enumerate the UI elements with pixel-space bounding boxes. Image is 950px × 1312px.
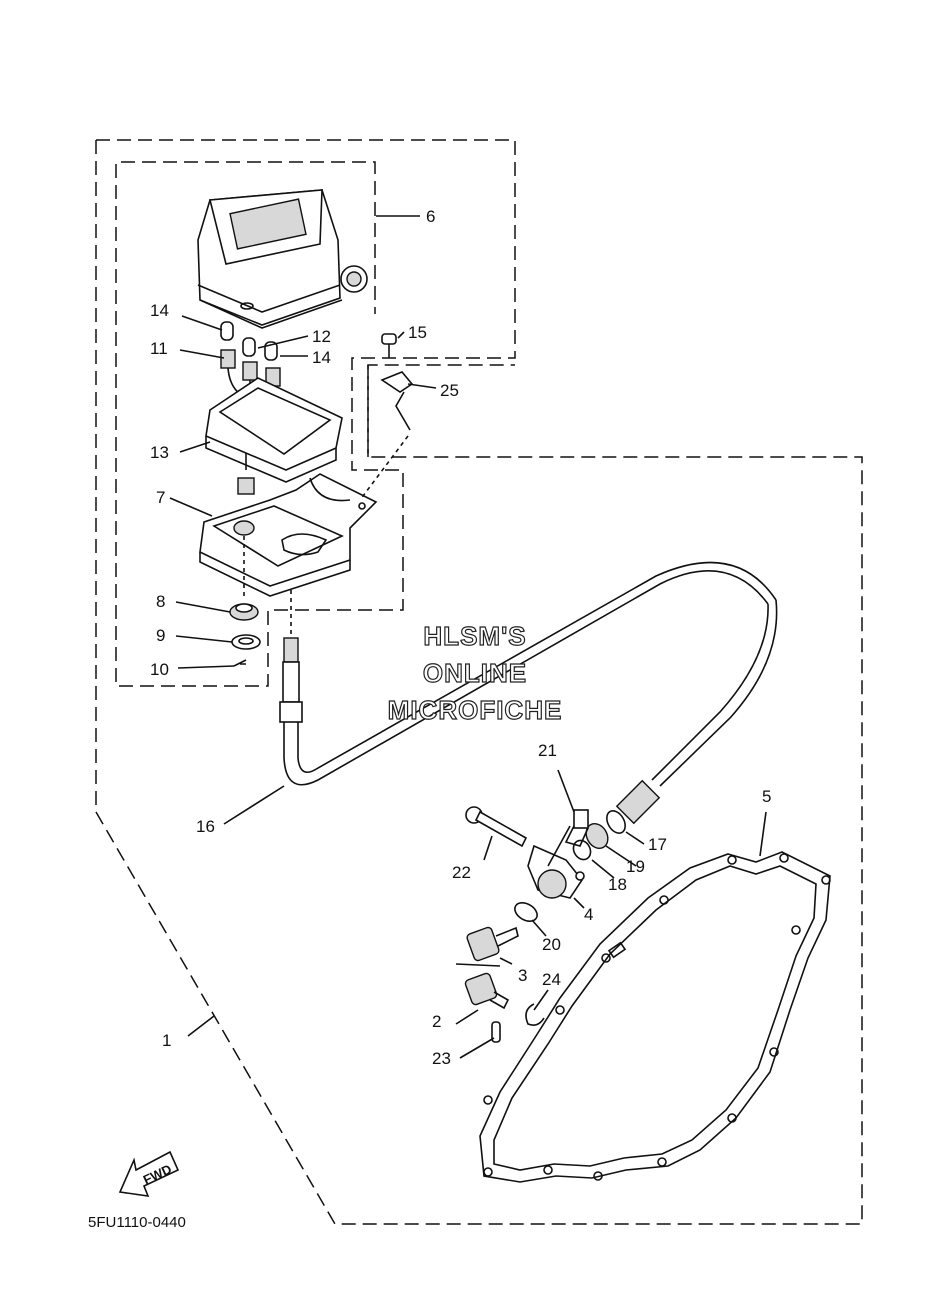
o-ring-20	[514, 902, 538, 922]
meter-connector	[237, 477, 255, 495]
callout-19: 19	[626, 857, 645, 876]
callout-24: 24	[542, 970, 561, 989]
washer-9	[231, 634, 261, 650]
diagram-code: 5FU1110-0440	[88, 1214, 186, 1231]
callout-16: 16	[196, 817, 215, 836]
gear-3	[466, 926, 519, 962]
o-ring-17	[606, 810, 626, 834]
watermark-line-2: ONLINE	[423, 658, 527, 688]
callout-20: 20	[542, 935, 561, 954]
bolt-22	[465, 806, 528, 848]
bolt-21	[564, 809, 589, 847]
meter-housing	[199, 473, 378, 597]
callout-25: 25	[440, 381, 459, 400]
callout-14-top: 14	[150, 301, 169, 320]
gear-housing-4	[527, 844, 585, 899]
fwd-arrow-icon: FWD	[118, 1150, 180, 1197]
callout-23: 23	[432, 1049, 451, 1068]
pin-23	[491, 1021, 501, 1043]
callout-11: 11	[150, 339, 168, 358]
meter-cushion	[205, 377, 343, 483]
oil-seal-19	[585, 822, 609, 850]
callout-6: 6	[426, 207, 435, 226]
callout-4: 4	[584, 905, 593, 924]
callout-12: 12	[312, 327, 331, 346]
assembly-outline-outer	[95, 140, 863, 1225]
callout-1: 1	[162, 1031, 171, 1050]
callout-17: 17	[648, 835, 667, 854]
assembly-outline-1	[96, 139, 516, 687]
speedometer-cable-16	[279, 561, 778, 825]
callout-9: 9	[156, 626, 165, 645]
callout-21: 21	[538, 741, 557, 760]
gear-2	[464, 972, 510, 1010]
callout-14-right: 14	[312, 348, 331, 367]
callout-10: 10	[150, 660, 169, 679]
callout-13: 13	[150, 443, 169, 462]
callout-2: 2	[432, 1012, 441, 1031]
callout-15: 15	[408, 323, 427, 342]
callout-18: 18	[608, 875, 627, 894]
watermark-line-1: HLSM'S	[423, 621, 526, 651]
callout-8: 8	[156, 592, 165, 611]
watermark-line-3: MICROFICHE	[388, 695, 563, 725]
clip-10	[233, 659, 247, 667]
callout-22: 22	[452, 863, 471, 882]
bracket-25	[380, 371, 414, 431]
meter-assembly	[197, 189, 368, 329]
screw-15	[381, 333, 397, 358]
callout-7: 7	[156, 488, 165, 507]
bracket-leader	[359, 435, 409, 501]
circlip-24	[525, 1003, 545, 1026]
grommet-8	[229, 603, 259, 621]
gasket-5	[479, 851, 831, 1183]
callout-3: 3	[518, 966, 527, 985]
callout-5: 5	[762, 787, 771, 806]
leader-lines	[169, 215, 767, 1059]
